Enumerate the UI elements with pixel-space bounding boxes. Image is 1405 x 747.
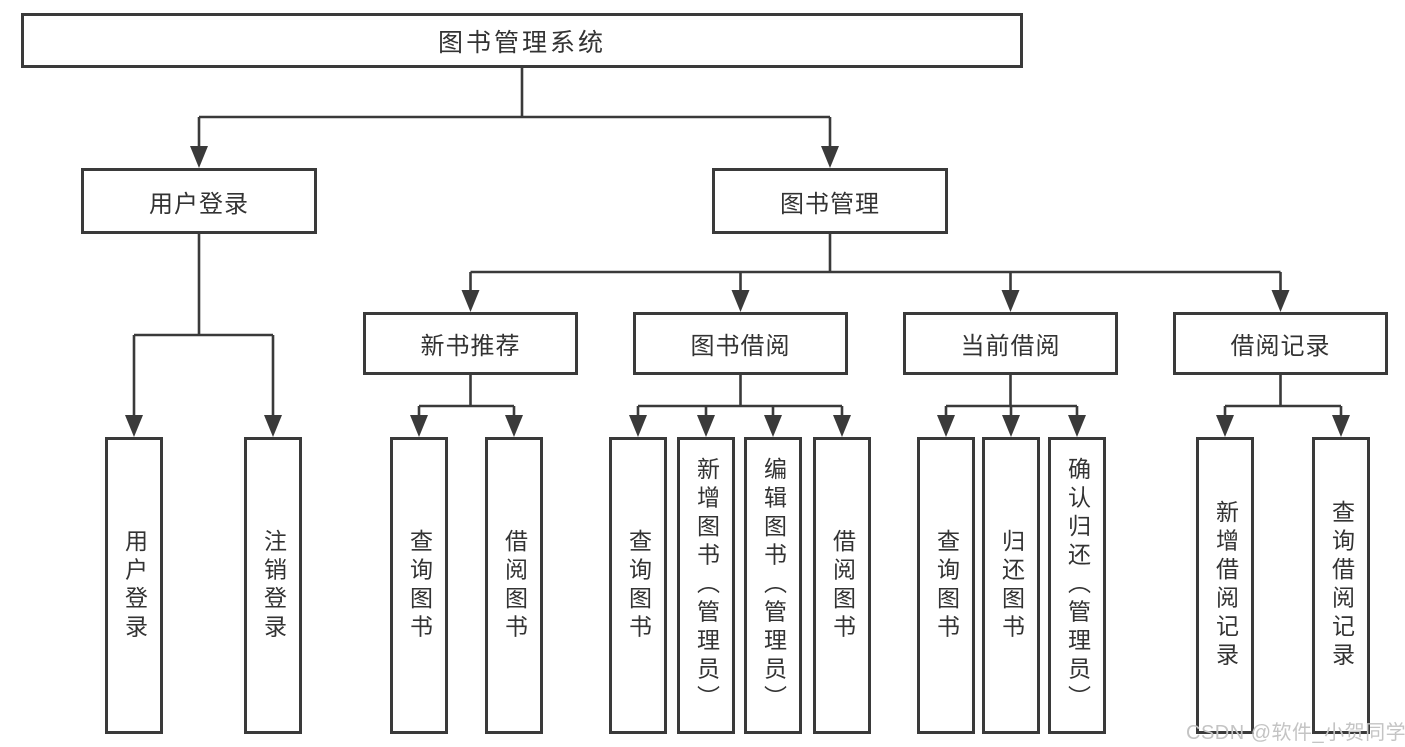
node-borrowing-records-label: 借阅记录 — [1230, 333, 1331, 360]
node-borrowing-records: 借阅记录 — [1173, 312, 1388, 375]
leaf-logout-label: 注销登录 — [260, 528, 287, 643]
leaf-query-books-borrow-label: 查询图书 — [625, 528, 652, 643]
leaf-query-books-recommend: 查询图书 — [390, 437, 448, 734]
leaf-add-book-admin-label: 新增图书（管理员） — [693, 457, 720, 714]
leaf-add-book-admin: 新增图书（管理员） — [677, 437, 735, 734]
leaf-query-books-recommend-label: 查询图书 — [406, 528, 433, 643]
node-user-login: 用户登录 — [81, 168, 317, 234]
node-current-borrowing-label: 当前借阅 — [960, 333, 1061, 360]
node-current-borrowing: 当前借阅 — [903, 312, 1118, 375]
leaf-edit-book-admin: 编辑图书（管理员） — [744, 437, 802, 734]
leaf-query-borrow-record: 查询借阅记录 — [1312, 437, 1370, 734]
node-book-management-label: 图书管理 — [780, 190, 880, 218]
leaf-query-borrow-record-label: 查询借阅记录 — [1328, 500, 1355, 671]
leaf-confirm-return-admin-label: 确认归还（管理员） — [1064, 457, 1091, 714]
arrowheads — [125, 146, 1350, 437]
leaf-confirm-return-admin: 确认归还（管理员） — [1048, 437, 1106, 734]
leaf-edit-book-admin-label: 编辑图书（管理员） — [760, 457, 787, 714]
leaf-user-login-label: 用户登录 — [121, 528, 148, 643]
node-book-borrowing-label: 图书借阅 — [690, 333, 791, 360]
node-book-borrowing: 图书借阅 — [633, 312, 848, 375]
node-root-label: 图书管理系统 — [437, 28, 606, 57]
leaf-user-login: 用户登录 — [105, 437, 163, 734]
node-new-book-recommend: 新书推荐 — [363, 312, 578, 375]
csdn-watermark: CSDN @软件_小贺同学 — [1186, 722, 1405, 744]
leaf-query-books-current-label: 查询图书 — [933, 528, 960, 643]
leaf-logout: 注销登录 — [244, 437, 302, 734]
leaf-add-borrow-record-label: 新增借阅记录 — [1212, 500, 1239, 671]
leaf-query-books-current: 查询图书 — [917, 437, 975, 734]
node-book-management: 图书管理 — [712, 168, 948, 234]
leaf-borrow-books-recommend-label: 借阅图书 — [501, 528, 528, 643]
node-root: 图书管理系统 — [21, 13, 1023, 68]
node-new-book-recommend-label: 新书推荐 — [420, 333, 521, 360]
leaf-add-borrow-record: 新增借阅记录 — [1196, 437, 1254, 734]
leaf-borrow-books-recommend: 借阅图书 — [485, 437, 543, 734]
leaf-query-books-borrow: 查询图书 — [609, 437, 667, 734]
node-user-login-label: 用户登录 — [149, 190, 249, 218]
leaf-borrow-books-borrow: 借阅图书 — [813, 437, 871, 734]
leaf-return-book-label: 归还图书 — [998, 528, 1025, 643]
leaf-borrow-books-borrow-label: 借阅图书 — [829, 528, 856, 643]
leaf-return-book: 归还图书 — [982, 437, 1040, 734]
